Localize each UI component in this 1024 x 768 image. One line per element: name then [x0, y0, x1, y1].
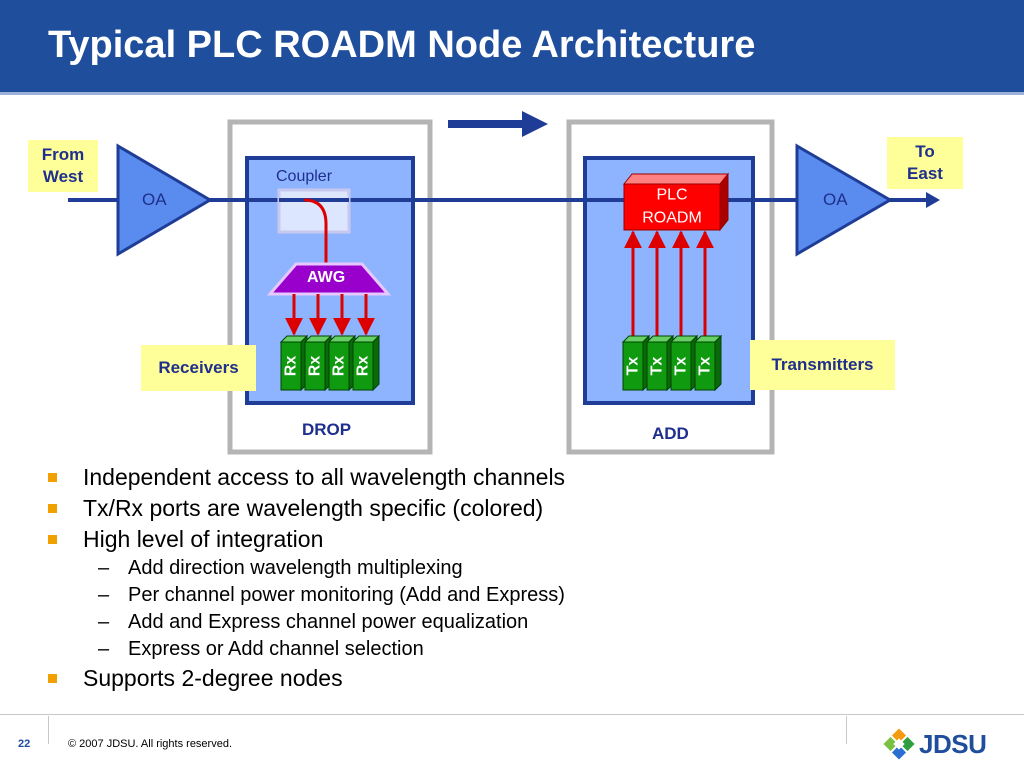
- oa-left-label: OA: [142, 190, 167, 209]
- from-west-label: From West: [28, 140, 98, 192]
- dash-marker: –: [98, 611, 110, 633]
- coupler-tap-line: [303, 198, 328, 266]
- bullet-item: Tx/Rx ports are wavelength specific (col…: [48, 493, 748, 524]
- receivers-label: Receivers: [141, 345, 256, 391]
- dash-marker: –: [98, 557, 110, 579]
- rx-label-4: Rx: [355, 356, 372, 377]
- sub-bullet-item: –Express or Add channel selection: [48, 636, 748, 663]
- oa-right-label: OA: [823, 190, 848, 209]
- jdsu-logo-icon: [883, 728, 915, 760]
- tx-to-roadm-arrows: [624, 230, 714, 336]
- to-east-label: To East: [887, 137, 963, 189]
- bullet-text: Independent access to all wavelength cha…: [83, 464, 566, 490]
- bullet-item: High level of integration: [48, 524, 748, 555]
- rx-port-4: Rx: [351, 334, 381, 392]
- sub-bullet-text: Add and Express channel power equalizati…: [128, 611, 529, 633]
- coupler-box: [277, 188, 351, 234]
- rx-label-3: Rx: [331, 356, 348, 377]
- tx-port-1: Tx: [621, 334, 651, 392]
- bullet-text: Supports 2-degree nodes: [83, 665, 343, 691]
- footer-separator-right: [846, 716, 847, 744]
- tx-label-1: Tx: [625, 357, 642, 376]
- awg-block: [266, 262, 392, 296]
- awg-to-rx-arrows: [285, 294, 375, 336]
- awg-label: AWG: [307, 269, 346, 286]
- footer-divider: [0, 714, 1024, 715]
- direction-arrow: [448, 111, 548, 137]
- tx-label-4: Tx: [697, 357, 714, 376]
- rx-label-1: Rx: [283, 356, 300, 377]
- page-number: 22: [18, 738, 31, 750]
- bullet-text: High level of integration: [83, 526, 324, 552]
- oa-right-amplifier: [795, 143, 893, 257]
- tx-port-3: Tx: [669, 334, 699, 392]
- sub-bullet-item: –Per channel power monitoring (Add and E…: [48, 582, 748, 609]
- rx-port-2: Rx: [303, 334, 333, 392]
- to-east-text: To East: [907, 141, 943, 183]
- drop-label: DROP: [302, 420, 352, 439]
- sub-bullet-item: –Add direction wavelength multiplexing: [48, 555, 748, 582]
- bullet-text: Tx/Rx ports are wavelength specific (col…: [83, 495, 544, 521]
- plc-roadm-label-line2: ROADM: [642, 210, 702, 227]
- footer-separator-left: [48, 716, 49, 744]
- title-bar: [0, 0, 1024, 92]
- tx-port-4: Tx: [693, 334, 723, 392]
- bullet-marker: [48, 674, 57, 683]
- title-underline: [0, 92, 1024, 95]
- roadm-diagram: Rx Rx Rx Rx PLC ROADM Tx: [68, 111, 940, 455]
- tx-port-2: Tx: [645, 334, 675, 392]
- rx-label-2: Rx: [307, 356, 324, 377]
- rx-port-3: Rx: [327, 334, 357, 392]
- bullet-marker: [48, 504, 57, 513]
- dash-marker: –: [98, 638, 110, 660]
- sub-bullet-text: Express or Add channel selection: [128, 638, 424, 660]
- coupler-label: Coupler: [276, 168, 333, 185]
- sub-bullet-text: Per channel power monitoring (Add and Ex…: [128, 584, 565, 606]
- dash-marker: –: [98, 584, 110, 606]
- bullet-item: Supports 2-degree nodes: [48, 663, 748, 694]
- bullet-list: Independent access to all wavelength cha…: [48, 462, 748, 694]
- bullet-marker: [48, 535, 57, 544]
- bullet-marker: [48, 473, 57, 482]
- copyright-text: © 2007 JDSU. All rights reserved.: [68, 738, 233, 750]
- receivers-text: Receivers: [158, 357, 239, 377]
- transmitters-text: Transmitters: [771, 354, 874, 374]
- fiber-end-arrow: [926, 192, 940, 208]
- sub-bullet-item: –Add and Express channel power equalizat…: [48, 609, 748, 636]
- slide-title: Typical PLC ROADM Node Architecture: [48, 24, 756, 66]
- oa-left-amplifier: [116, 143, 213, 257]
- from-west-text: From West: [41, 144, 85, 186]
- plc-roadm-label-line1: PLC: [656, 187, 687, 204]
- tx-label-3: Tx: [673, 357, 690, 376]
- bullet-item: Independent access to all wavelength cha…: [48, 462, 748, 493]
- sub-bullet-text: Add direction wavelength multiplexing: [128, 557, 463, 579]
- add-label: ADD: [652, 424, 689, 443]
- plc-roadm-block: PLC ROADM: [622, 172, 730, 232]
- jdsu-logo-text: JDSU: [919, 729, 987, 759]
- transmitters-label: Transmitters: [750, 340, 895, 390]
- rx-port-1: Rx: [279, 334, 309, 392]
- tx-label-2: Tx: [649, 357, 666, 376]
